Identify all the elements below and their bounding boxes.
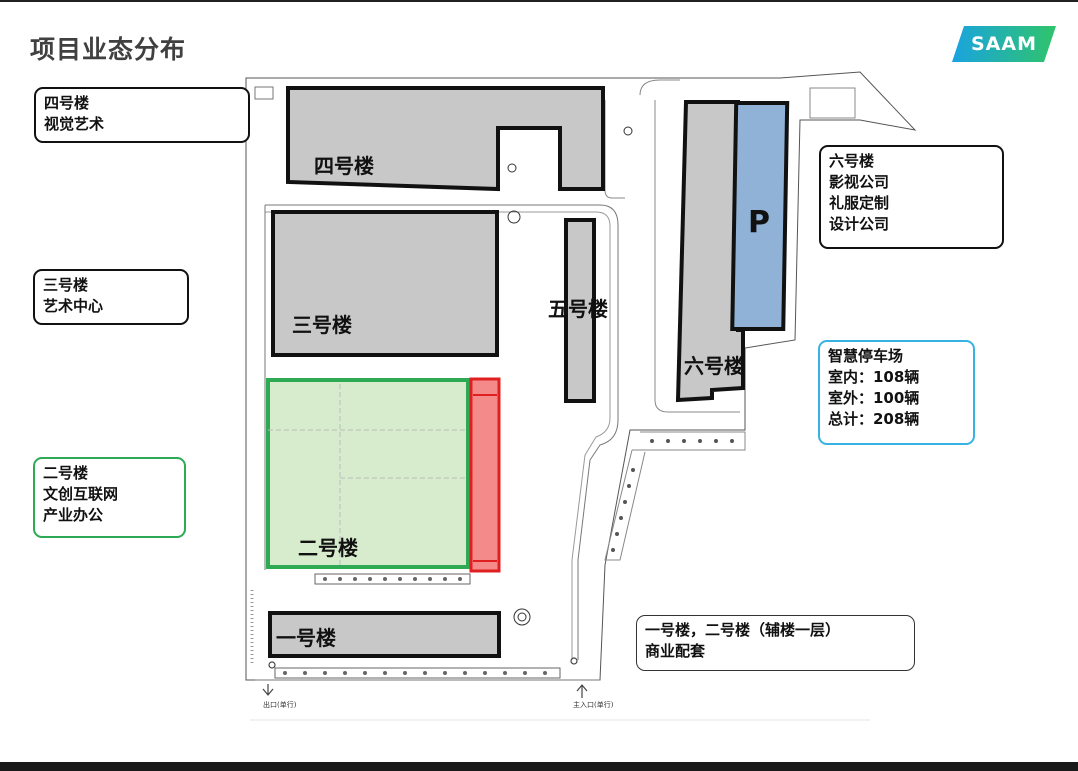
building-2-annex <box>469 377 501 573</box>
road-six <box>654 100 740 413</box>
callout-line: 产业办公 <box>43 506 104 524</box>
callout-line: 文创互联网 <box>43 485 119 503</box>
callout-building-2: 二号楼 文创互联网 产业办公 <box>33 457 186 538</box>
callout-line: 艺术中心 <box>43 297 104 315</box>
logo-shape <box>952 26 1056 62</box>
callout-line: 四号楼 <box>44 94 90 112</box>
road-curve <box>639 79 680 96</box>
callout-line: 六号楼 <box>829 152 875 170</box>
road-edge <box>265 204 619 660</box>
callout-line: 影视公司 <box>829 173 890 191</box>
parking-p-icon: P <box>748 205 770 240</box>
page-title: 项目业态分布 <box>30 35 187 64</box>
callout-line: 设计公司 <box>829 215 890 233</box>
logo-text: SAAM <box>970 33 1037 55</box>
site-kiosk <box>254 86 274 100</box>
building-1-label: 一号楼 <box>276 626 336 650</box>
site-boundary <box>245 71 917 681</box>
tree-icons <box>507 126 633 626</box>
entrance-gate-label: 主入口(单行) <box>573 701 614 709</box>
callout-line: 视觉艺术 <box>44 115 105 133</box>
parking-stalls-east <box>604 431 746 561</box>
callout-line: 三号楼 <box>43 276 89 294</box>
callout-line: 一号楼，二号楼（辅楼一层） <box>645 621 841 639</box>
building-4-shape <box>286 86 605 192</box>
callout-line: 室内：108辆 <box>828 368 920 386</box>
callout-line: 商业配套 <box>645 642 706 660</box>
callout-building-6: 六号楼 影视公司 礼服定制 设计公司 <box>819 145 1004 249</box>
bottom-bar <box>0 762 1078 771</box>
building-2-shape <box>266 378 470 569</box>
callout-line: 礼服定制 <box>829 194 890 212</box>
road-top <box>604 100 625 199</box>
building-6-label: 六号楼 <box>684 354 744 378</box>
callout-smart-parking: 智慧停车场 室内：108辆 室外：100辆 总计：208辆 <box>818 340 975 445</box>
building-5-label: 五号楼 <box>548 297 608 321</box>
parking-stall-marks <box>611 439 734 552</box>
building-1-shape <box>268 611 501 658</box>
callout-line: 智慧停车场 <box>828 347 904 365</box>
callout-building-3: 三号楼 艺术中心 <box>33 269 189 325</box>
callout-line: 室外：100辆 <box>828 389 920 407</box>
building-5-shape <box>564 218 596 403</box>
building-3-shape <box>271 210 499 357</box>
saam-logo: SAAM <box>950 24 1058 64</box>
callout-line: 二号楼 <box>43 464 89 482</box>
callout-retail: 一号楼，二号楼（辅楼一层） 商业配套 <box>636 615 915 671</box>
building-3-label: 三号楼 <box>292 313 352 337</box>
top-rule <box>0 0 1078 2</box>
road-edge-inner <box>265 211 611 660</box>
callout-line: 总计：208辆 <box>828 410 920 428</box>
callout-building-4: 四号楼 视觉艺术 <box>34 87 250 143</box>
exit-gate-label: 出口(单行) <box>263 701 297 709</box>
gate-arrows <box>262 657 588 698</box>
parking-row-dots <box>283 577 547 675</box>
building-2-grid <box>268 384 468 565</box>
parking-row-south <box>274 573 561 679</box>
building-4-label: 四号楼 <box>314 154 374 178</box>
parking-structure <box>730 101 790 331</box>
building-2-label: 二号楼 <box>298 536 358 560</box>
annex-box <box>809 87 856 119</box>
